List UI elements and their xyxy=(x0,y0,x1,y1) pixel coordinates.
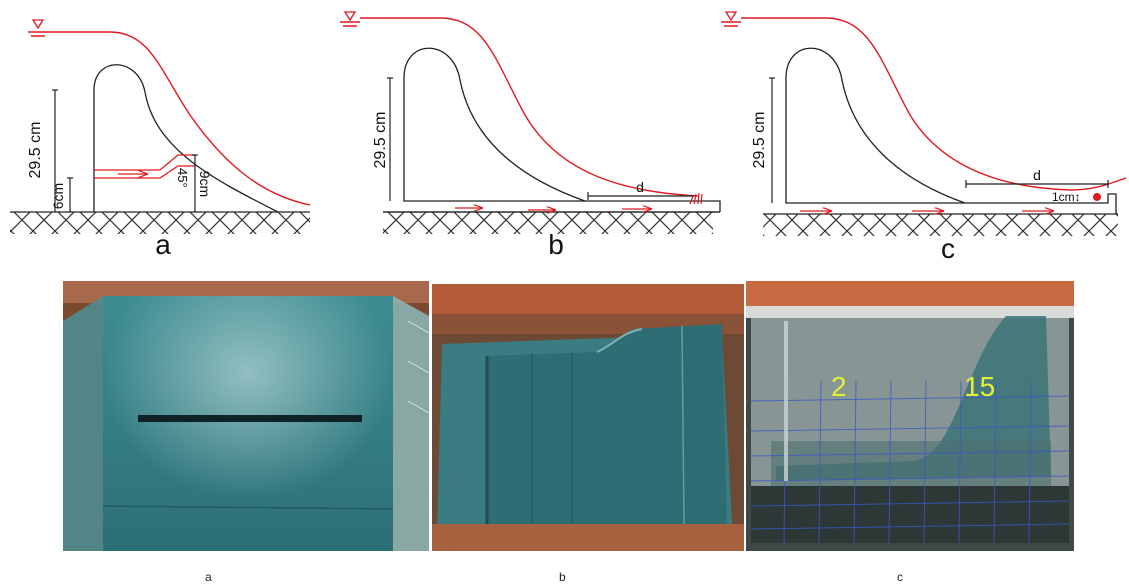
photo-c: 2 15 xyxy=(746,281,1074,551)
diagram-caption-c: c xyxy=(941,233,955,264)
ground-hatch-a xyxy=(10,212,310,234)
marker-number-right: 15 xyxy=(964,371,995,402)
height-label-a: 29.5 cm xyxy=(27,122,44,179)
outlet-jet-icon xyxy=(1093,193,1101,201)
height-label-c: 29.5 cm xyxy=(751,112,768,169)
diagram-b: d 29.5 cm b xyxy=(340,11,721,260)
measurement-grid xyxy=(750,380,1070,544)
schematic-diagrams: 29.5 cm 6cm 45° 9cm a xyxy=(10,11,1127,264)
slot-upper-a xyxy=(94,154,195,171)
photo-caption-c: c xyxy=(897,570,903,584)
diagram-caption-a: a xyxy=(155,229,171,260)
photo-caption-b: b xyxy=(559,570,566,584)
photo-caption-a: a xyxy=(205,570,212,584)
photo-a xyxy=(63,281,429,551)
water-surface-c xyxy=(741,17,1127,191)
slot-height-label: 6cm xyxy=(50,183,66,209)
water-level-icon xyxy=(340,11,360,27)
distance-label-b: d xyxy=(636,179,644,195)
photo-b xyxy=(432,284,744,551)
ground-hatch-b xyxy=(383,212,713,234)
weir-body-a xyxy=(93,64,279,213)
weir-body-c xyxy=(785,47,1117,214)
slot-lower-a xyxy=(94,165,195,179)
water-level-icon xyxy=(721,11,741,27)
angle-label: 45° xyxy=(175,168,190,188)
slot-opening xyxy=(138,415,362,422)
water-level-icon xyxy=(28,19,48,37)
ground-hatch-c xyxy=(763,214,1118,236)
distance-label-c: d xyxy=(1033,167,1041,183)
marker-number-left: 2 xyxy=(831,371,847,402)
height-label-b: 29.5 cm xyxy=(372,112,389,169)
diagram-caption-b: b xyxy=(548,229,564,260)
outlet-height-label: 9cm xyxy=(197,171,213,197)
diagram-a: 29.5 cm 6cm 45° 9cm a xyxy=(10,19,311,260)
gap-label: 1cm↕ xyxy=(1052,190,1081,204)
weir-body-b xyxy=(403,47,721,212)
water-surface-b xyxy=(360,17,699,197)
outlet-jet-icon xyxy=(689,192,703,205)
diagram-c: d 1cm↕ 29.5 cm c xyxy=(721,11,1127,264)
water-surface-a xyxy=(48,31,311,206)
